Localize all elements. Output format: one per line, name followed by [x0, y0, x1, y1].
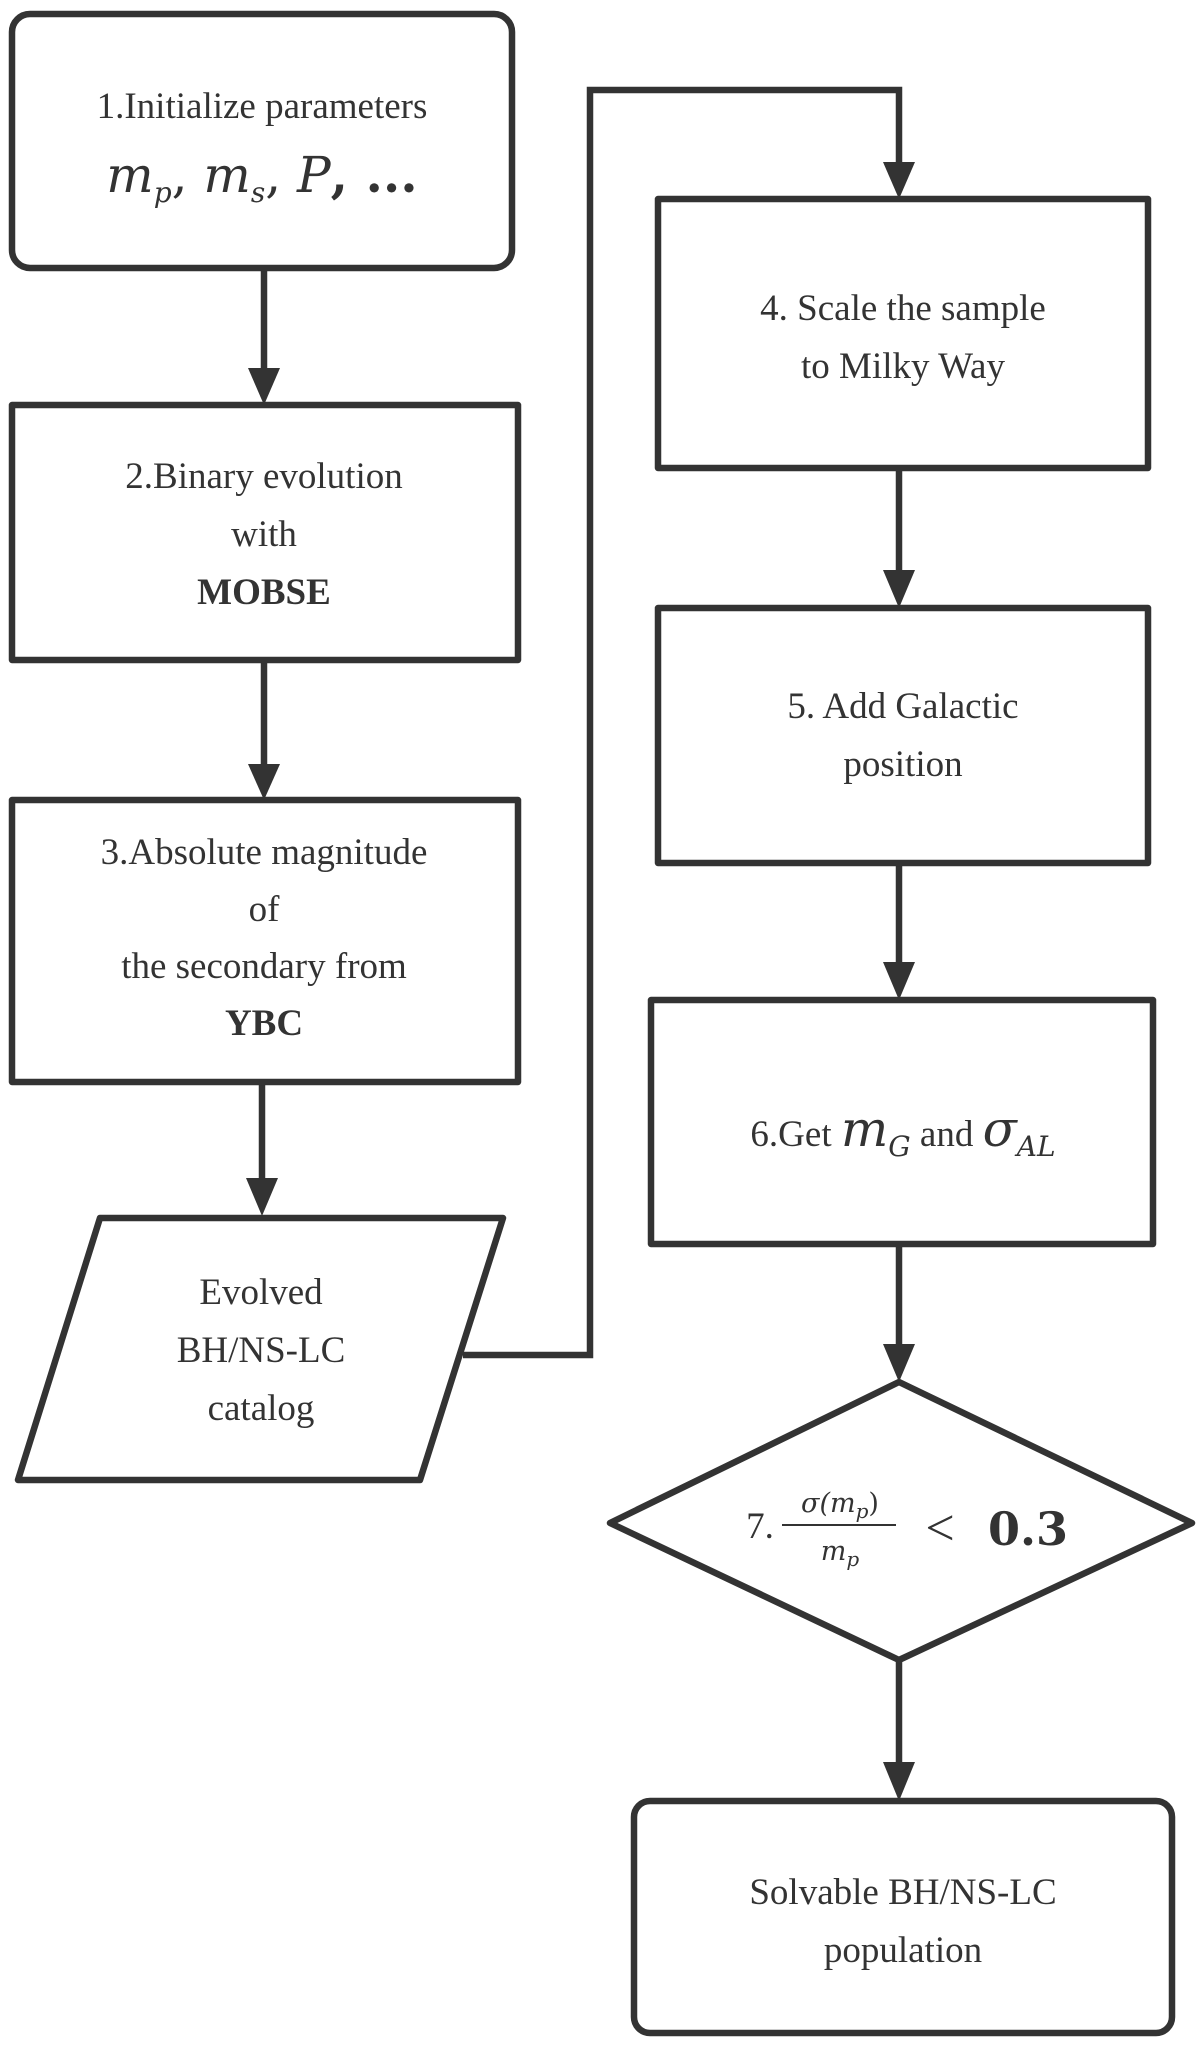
- node-step3-shape: [8, 796, 522, 1086]
- node-step5-line2: position: [843, 744, 962, 785]
- node-catalog-line1: Evolved: [199, 1272, 323, 1313]
- node-catalog-shape: [14, 1214, 507, 1484]
- arrowhead-icon: [883, 570, 915, 608]
- node-step4-shape: [654, 195, 1152, 472]
- node-step7-prefix: 7.: [746, 1506, 774, 1547]
- node-step2-line1: 2.Binary evolution: [125, 456, 402, 497]
- node-step6-text: 6.Get mG and σAL: [750, 1100, 1055, 1163]
- node-step2: 2.Binary evolution with MOBSE: [8, 401, 522, 664]
- node-step1: 1.Initialize parameters mp, ms, P, ...: [8, 10, 516, 272]
- arrowhead-icon: [883, 1344, 915, 1382]
- node-step6: 6.Get mG and σAL: [647, 996, 1157, 1248]
- node-result-line1: Solvable BH/NS-LC: [749, 1872, 1056, 1913]
- node-step4-line2: to Milky Way: [801, 346, 1005, 387]
- connectors: [246, 86, 915, 1801]
- node-step5-shape: [654, 604, 1152, 867]
- arrowhead-icon: [883, 162, 915, 199]
- node-step3: 3.Absolute magnitude of the secondary fr…: [8, 796, 522, 1086]
- node-step3-line1: 3.Absolute magnitude: [101, 832, 428, 873]
- node-step7-denominator: mp: [821, 1536, 860, 1571]
- arrowhead-icon: [248, 368, 280, 405]
- node-step7-threshold: 0.3: [988, 1502, 1068, 1556]
- node-step2-tool: MOBSE: [197, 572, 331, 613]
- node-step7-numerator: σ(mp): [801, 1488, 879, 1523]
- node-catalog-line2: BH/NS-LC: [177, 1330, 346, 1371]
- node-step7: 7. σ(mp) mp < 0.3: [606, 1378, 1196, 1664]
- node-step7-operator: <: [925, 1500, 954, 1557]
- arrowhead-icon: [883, 962, 915, 1000]
- node-step3-line3: the secondary from: [121, 946, 407, 987]
- arrowhead-icon: [883, 1762, 915, 1801]
- node-step1-shape: [8, 10, 516, 272]
- node-step3-tool: YBC: [225, 1003, 303, 1044]
- node-step4-line1: 4. Scale the sample: [760, 288, 1046, 329]
- node-step7-shape: [606, 1378, 1196, 1664]
- node-result-line2: population: [824, 1930, 982, 1971]
- node-step3-line2: of: [249, 889, 281, 930]
- arrowhead-icon: [248, 764, 280, 800]
- node-result: Solvable BH/NS-LC population: [630, 1797, 1176, 2037]
- node-step2-line2: with: [231, 514, 297, 555]
- node-step4: 4. Scale the sample to Milky Way: [654, 195, 1152, 472]
- node-step5-line1: 5. Add Galactic: [787, 686, 1018, 727]
- arrowhead-icon: [246, 1178, 278, 1216]
- edge-catalog-step4: [463, 86, 903, 1359]
- node-step5: 5. Add Galactic position: [654, 604, 1152, 867]
- node-catalog-line3: catalog: [208, 1388, 315, 1429]
- node-step1-math: mp, ms, P, ...: [106, 145, 417, 209]
- node-step1-title: 1.Initialize parameters: [97, 86, 428, 127]
- node-step6-shape: [647, 996, 1157, 1248]
- node-step2-shape: [8, 401, 522, 664]
- node-catalog: Evolved BH/NS-LC catalog: [14, 1214, 507, 1484]
- node-result-shape: [630, 1797, 1176, 2037]
